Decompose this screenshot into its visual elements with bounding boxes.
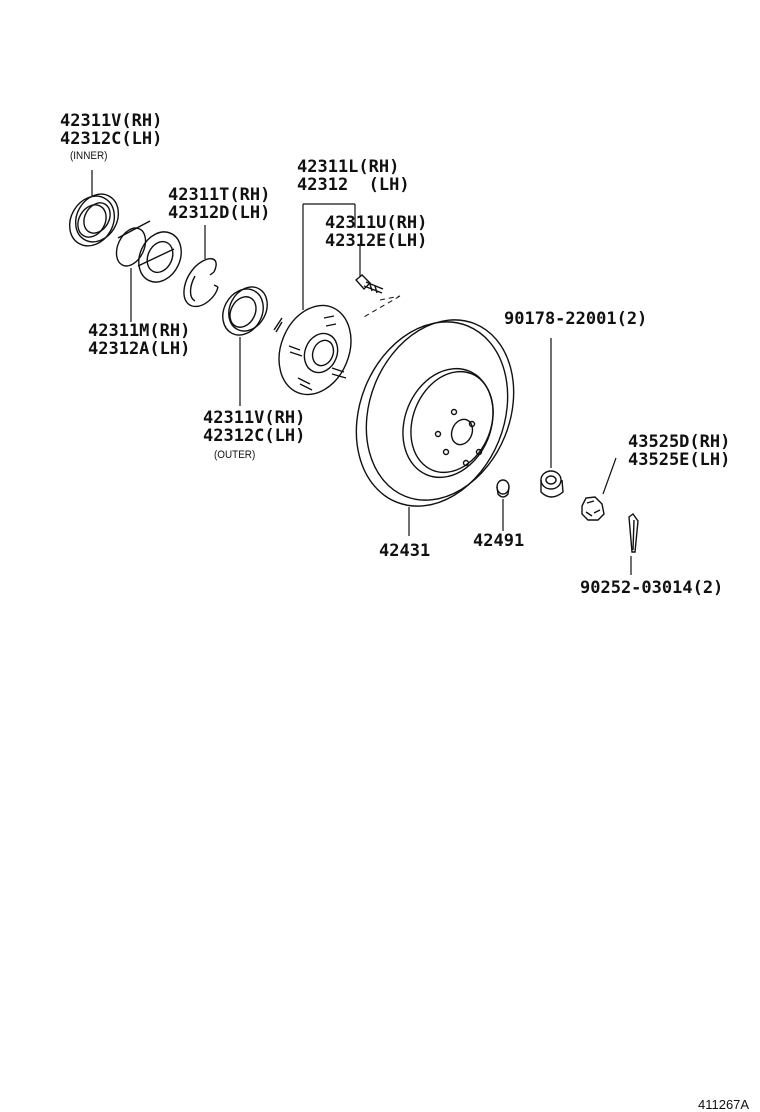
snap-ring-label-lh: 42312D(LH) [168,203,271,223]
nut-label: 90178-22001(2) [504,309,648,329]
disc-label: 42431 [379,541,431,561]
inner-oil-seal [61,186,127,254]
disc-rotor [330,298,540,530]
figure-id: 411267A [698,1097,750,1112]
lock-cap-label-lh: 43525E(LH) [628,450,731,470]
outer-seal-label-rh: 42311V(RH) [203,408,306,428]
outer-note: (OUTER) [214,449,256,461]
outer-oil-seal [215,280,275,342]
snap-ring-label-rh: 42311T(RH) [168,185,271,205]
bearing-label-rh: 42311M(RH) [88,321,191,341]
inner-note: (INNER) [70,150,108,162]
snap-ring [184,259,218,307]
outer-seal-label-lh: 42312C(LH) [203,426,306,446]
hub-label-rh: 42311L(RH) [297,157,400,177]
plug [497,480,509,497]
inner-seal-label-lh: 42312C(LH) [60,129,163,149]
lock-cap-label-rh: 43525D(RH) [628,432,731,452]
leader-lines [92,170,631,575]
plug-label: 42491 [473,531,525,551]
lock-nut-cap [582,497,604,520]
hub-bolt-label-rh: 42311U(RH) [325,213,428,233]
axle-hub [266,295,364,406]
hub-bolt [356,275,383,293]
wheel-bearing [111,221,189,289]
cotter-pin-label: 90252-03014(2) [580,578,724,598]
hub-nut [541,471,563,497]
hub-label-lh: 42312 (LH) [297,175,410,195]
cotter-pin [629,514,638,552]
bearing-label-lh: 42312A(LH) [88,339,191,359]
hub-bolt-label-lh: 42312E(LH) [325,231,428,251]
inner-seal-label-rh: 42311V(RH) [60,111,163,131]
